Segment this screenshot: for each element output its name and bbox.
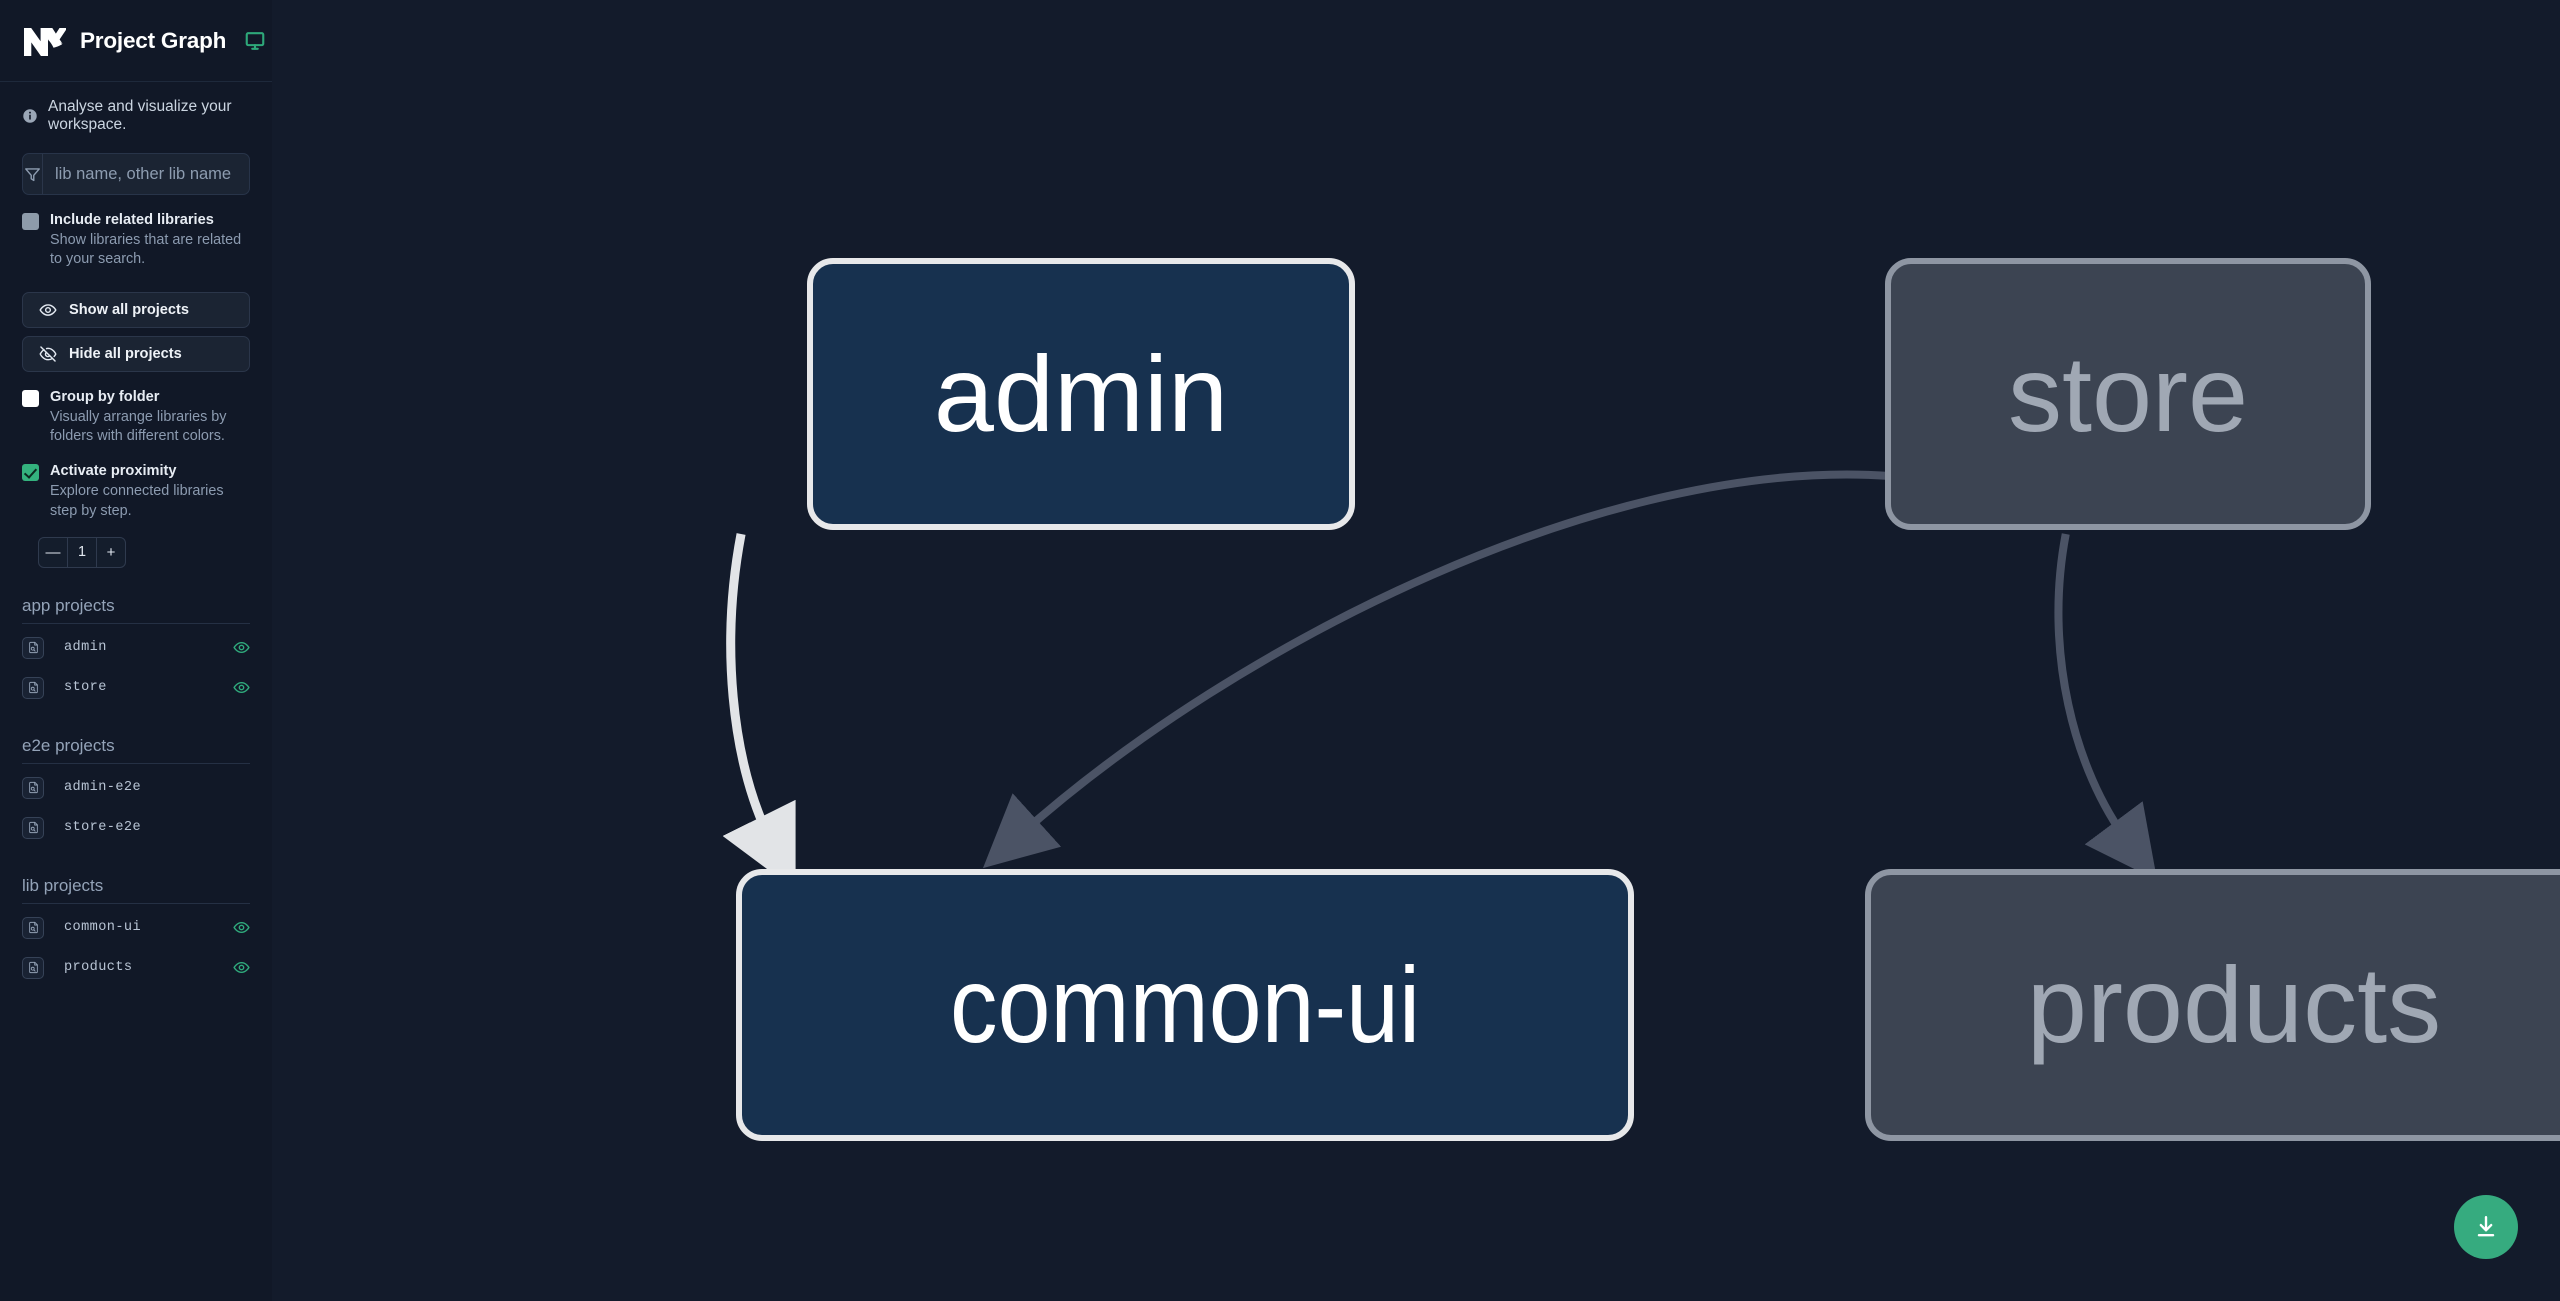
project-row-common-ui[interactable]: common-ui (22, 908, 250, 948)
eye-off-icon (39, 345, 57, 362)
search-input[interactable] (43, 154, 249, 194)
option-label: Include related libraries (50, 212, 214, 228)
sidebar-tagline: Analyse and visualize your workspace. (0, 82, 272, 148)
file-search-icon (22, 776, 44, 799)
option-description: Show libraries that are related to your … (50, 232, 242, 268)
node-label: store (2007, 333, 2249, 454)
graph-canvas[interactable]: admin store common-ui products (272, 0, 2560, 1301)
group-e2e-projects: e2e projects admin-e2e (0, 708, 272, 848)
file-search-icon (22, 676, 44, 699)
stepper-divider (67, 537, 68, 567)
eye-icon[interactable] (233, 639, 250, 656)
button-label: Show all projects (69, 301, 190, 318)
file-search-icon (22, 816, 44, 839)
group-divider (22, 622, 250, 624)
show-all-projects-button[interactable]: Show all projects (22, 291, 250, 328)
graph-edges (722, 470, 2158, 891)
visibility-button-group: Show all projects Hide all projects (0, 270, 272, 372)
proximity-increment-button[interactable]: + (97, 538, 125, 567)
graph-node-admin[interactable]: admin (807, 258, 1355, 530)
file-search-icon (22, 956, 44, 979)
eye-icon[interactable] (233, 919, 250, 936)
edge-admin-to-common-ui[interactable] (722, 533, 796, 891)
proximity-stepper: — 1 + (38, 536, 126, 568)
eye-icon (39, 303, 57, 316)
hide-all-projects-button[interactable]: Hide all projects (22, 335, 250, 372)
project-name: store (64, 680, 107, 696)
project-row-admin[interactable]: admin (22, 628, 250, 668)
project-row-admin-e2e[interactable]: admin-e2e (22, 768, 250, 808)
graph-node-common-ui[interactable]: common-ui (736, 869, 1634, 1141)
search-field-wrapper[interactable] (22, 153, 250, 195)
filter-funnel-icon-box (23, 154, 43, 194)
project-row-store[interactable]: store (22, 668, 250, 708)
activate-proximity-checkbox[interactable] (22, 464, 39, 482)
project-name: store-e2e (64, 820, 142, 836)
app-title: Project Graph (80, 27, 227, 53)
option-group-by-folder[interactable]: Group by folder Visually arrange librari… (0, 372, 272, 447)
edge-store-to-products[interactable] (2054, 533, 2158, 881)
proximity-decrement-button[interactable]: — (39, 538, 67, 567)
sidebar-header: Project Graph (0, 0, 272, 82)
option-activate-proximity[interactable]: Activate proximity Explore connected lib… (0, 446, 272, 521)
project-name: admin-e2e (64, 780, 142, 796)
node-label: products (2026, 944, 2442, 1065)
monitor-icon[interactable] (244, 30, 266, 52)
project-row-products[interactable]: products (22, 948, 250, 988)
group-title: lib projects (22, 875, 104, 895)
group-app-projects: app projects admin (0, 568, 272, 708)
project-name: common-ui (64, 920, 142, 936)
project-name: admin (64, 640, 107, 656)
info-icon (23, 109, 37, 123)
option-description: Explore connected libraries step by step… (50, 483, 224, 519)
option-label: Activate proximity (50, 463, 177, 480)
group-by-folder-checkbox[interactable] (22, 389, 39, 407)
download-icon (2477, 1216, 2495, 1237)
button-label: Hide all projects (69, 345, 182, 362)
include-related-libraries-checkbox[interactable] (22, 213, 39, 230)
group-title: app projects (22, 595, 115, 615)
graph-node-products[interactable]: products (1865, 869, 2560, 1141)
node-label: common-ui (949, 944, 1421, 1065)
stepper-divider (96, 537, 97, 567)
option-include-related-libraries[interactable]: Include related libraries Show libraries… (0, 195, 272, 270)
eye-icon[interactable] (233, 959, 250, 976)
group-title: e2e projects (22, 735, 115, 755)
node-label: admin (933, 333, 1229, 454)
graph-node-store[interactable]: store (1885, 258, 2371, 530)
group-divider (22, 902, 250, 904)
file-search-icon (22, 916, 44, 939)
file-search-icon (22, 636, 44, 659)
tagline-text: Analyse and visualize your workspace. (48, 98, 232, 133)
project-row-store-e2e[interactable]: store-e2e (22, 808, 250, 848)
group-lib-projects: lib projects common-ui (0, 848, 272, 988)
edge-store-to-common-ui[interactable] (982, 470, 1890, 869)
sidebar: Project Graph Analyse and visualize your… (0, 0, 272, 1301)
option-label: Group by folder (50, 388, 160, 405)
option-description: Visually arrange libraries by folders wi… (50, 408, 227, 444)
nx-logo-icon (24, 27, 66, 56)
download-graph-button[interactable] (2454, 1195, 2518, 1259)
project-name: products (64, 960, 133, 976)
proximity-value: 1 (77, 544, 87, 561)
group-divider (22, 762, 250, 764)
eye-icon[interactable] (233, 679, 250, 696)
filter-funnel-icon (25, 167, 40, 181)
